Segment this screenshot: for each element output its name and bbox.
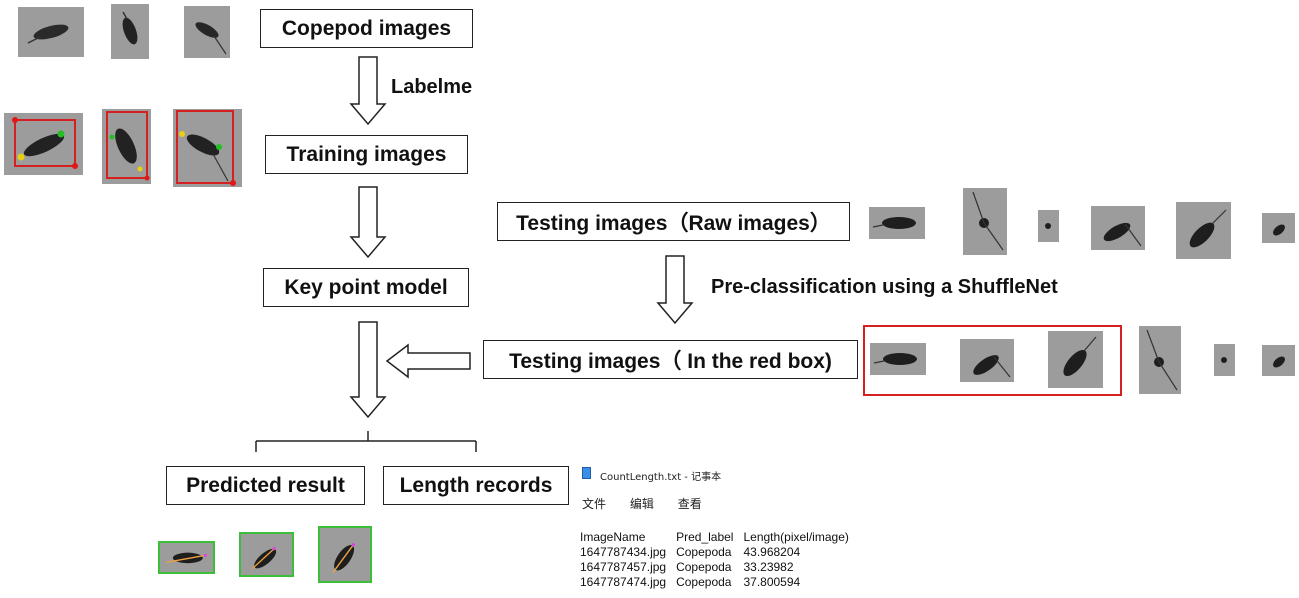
rejected-thumbnail bbox=[1139, 326, 1181, 394]
arrow-down-4 bbox=[656, 255, 694, 325]
arrow-down-3 bbox=[349, 321, 387, 419]
arrow-down-2 bbox=[349, 186, 387, 259]
notepad-menu: 文件 编辑 查看 bbox=[582, 495, 722, 512]
table-cell: Copepoda bbox=[676, 575, 732, 589]
raw-testing-thumbnail bbox=[1038, 210, 1059, 242]
annotated-training-thumbnail bbox=[173, 109, 242, 187]
column-header: Length(pixel/image) bbox=[743, 530, 849, 544]
table-cell: 1647787457.jpg bbox=[580, 560, 667, 574]
node-key-point-model: Key point model bbox=[263, 268, 469, 307]
menu-file[interactable]: 文件 bbox=[582, 497, 607, 511]
copepod-thumbnail bbox=[111, 4, 149, 59]
table-row: 1647787474.jpg Copepoda 37.800594 bbox=[580, 575, 859, 590]
notepad-title: CountLength.txt - 记事本 bbox=[600, 472, 722, 483]
predicted-result-thumbnail bbox=[318, 526, 372, 583]
notepad-window: CountLength.txt - 记事本 文件 编辑 查看 ImageName… bbox=[578, 462, 888, 596]
table-header-row: ImageName Pred_label Length(pixel/image) bbox=[580, 530, 859, 545]
edge-label-preclassification: Pre-classification using a ShuffleNet bbox=[711, 276, 1058, 298]
raw-testing-thumbnail bbox=[869, 207, 925, 239]
node-testing-raw: Testing images（Raw images） bbox=[497, 202, 850, 241]
menu-edit[interactable]: 编辑 bbox=[629, 497, 654, 511]
predicted-result-thumbnail bbox=[158, 541, 215, 574]
classification-highlight-box bbox=[863, 325, 1122, 396]
predicted-result-thumbnail bbox=[239, 532, 294, 577]
node-copepod-images: Copepod images bbox=[260, 9, 473, 48]
classified-copepod-thumbnail bbox=[870, 343, 926, 375]
node-testing-red-box: Testing images（ In the red box) bbox=[483, 340, 858, 379]
raw-testing-thumbnail bbox=[1262, 213, 1295, 243]
table-cell: 37.800594 bbox=[743, 575, 801, 589]
raw-testing-thumbnail bbox=[1176, 202, 1231, 259]
copepod-thumbnail bbox=[184, 6, 230, 58]
arrow-left bbox=[385, 343, 471, 379]
table-row: 1647787434.jpg Copepoda 43.968204 bbox=[580, 545, 859, 560]
arrow-down-1 bbox=[349, 56, 387, 126]
rejected-thumbnail bbox=[1214, 344, 1235, 376]
column-header: Pred_label bbox=[676, 530, 734, 544]
classified-copepod-thumbnail bbox=[1048, 331, 1103, 388]
table-cell: 1647787434.jpg bbox=[580, 545, 667, 559]
length-records-table: ImageName Pred_label Length(pixel/image)… bbox=[580, 530, 859, 590]
rejected-thumbnail bbox=[1262, 345, 1295, 376]
table-cell: 1647787474.jpg bbox=[580, 575, 667, 589]
node-length-records: Length records bbox=[383, 466, 569, 505]
node-predicted-result: Predicted result bbox=[166, 466, 365, 505]
output-bracket bbox=[255, 431, 477, 452]
annotated-training-thumbnail bbox=[4, 113, 83, 175]
table-cell: 33.23982 bbox=[743, 560, 794, 574]
table-cell: Copepoda bbox=[676, 545, 732, 559]
table-cell: Copepoda bbox=[676, 560, 732, 574]
classified-copepod-thumbnail bbox=[960, 339, 1014, 382]
raw-testing-thumbnail bbox=[1091, 206, 1145, 250]
node-training-images: Training images bbox=[265, 135, 468, 174]
raw-testing-thumbnail bbox=[963, 188, 1007, 255]
column-header: ImageName bbox=[580, 530, 646, 544]
notepad-icon bbox=[582, 467, 591, 479]
table-cell: 43.968204 bbox=[743, 545, 801, 559]
table-row: 1647787457.jpg Copepoda 33.23982 bbox=[580, 560, 859, 575]
annotated-training-thumbnail bbox=[102, 109, 151, 184]
copepod-thumbnail bbox=[18, 7, 84, 57]
menu-view[interactable]: 查看 bbox=[677, 497, 702, 511]
edge-label-labelme: Labelme bbox=[391, 76, 473, 98]
